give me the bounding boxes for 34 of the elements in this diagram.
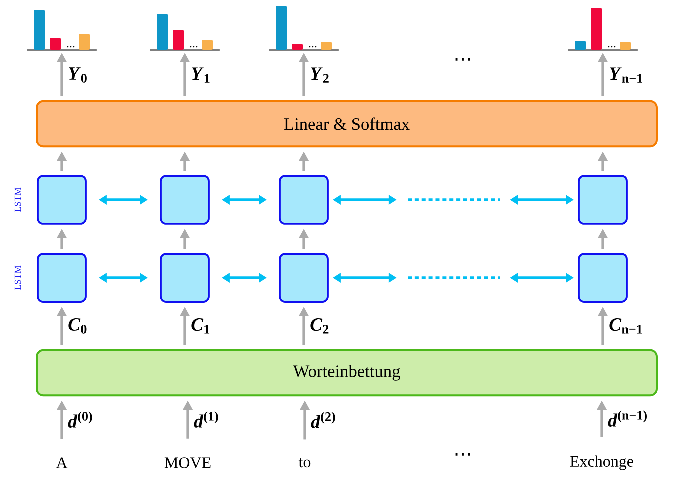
bar-chart-drawing bbox=[150, 14, 220, 51]
edge-label: C$_{n−1}$ bbox=[610, 318, 642, 334]
edge-label: Y$_{0}$ bbox=[69, 68, 87, 83]
edge-label: Y$_{1}$ bbox=[192, 68, 210, 83]
edge-label: d$^{(n−1)}$ bbox=[608, 410, 647, 427]
input-word: Exchonge bbox=[570, 456, 634, 470]
layer-box: Linear & Softmax bbox=[36, 100, 658, 148]
layer-label: LSTM bbox=[14, 188, 22, 212]
layer-label: LSTM bbox=[14, 266, 22, 290]
input-word: A bbox=[56, 458, 68, 468]
lstm-cell bbox=[160, 175, 210, 225]
edge-label: Y$_{2}$ bbox=[311, 68, 329, 83]
bar-chart-drawing bbox=[269, 6, 339, 51]
bar-chart-drawing bbox=[568, 8, 638, 51]
edge-label: C$_{2}$ bbox=[310, 318, 329, 334]
lstm-cell bbox=[279, 253, 329, 303]
ellipsis: ⋯ bbox=[456, 454, 470, 456]
edge-label: d$^{(1)}$ bbox=[194, 412, 218, 428]
lstm-cell bbox=[160, 253, 210, 303]
ellipsis: ⋯ bbox=[456, 58, 470, 61]
lstm-cell bbox=[578, 175, 628, 225]
lstm-cell bbox=[578, 253, 628, 303]
edge-label: C$_{1}$ bbox=[192, 318, 210, 334]
lstm-cell bbox=[37, 175, 87, 225]
lstm-cell bbox=[279, 175, 329, 225]
edge-label: d$^{(0)}$ bbox=[68, 412, 92, 428]
layer-box: Worteinbettung bbox=[36, 349, 658, 397]
input-word: MOVE bbox=[164, 458, 211, 468]
edge-label: C$_{0}$ bbox=[68, 318, 87, 334]
bar-chart-drawing bbox=[27, 10, 97, 51]
edge-label: Y$_{n−1}$ bbox=[610, 68, 642, 83]
input-word: to bbox=[298, 458, 311, 468]
lstm-cell bbox=[37, 253, 87, 303]
edge-label: d$^{(2)}$ bbox=[311, 412, 336, 428]
